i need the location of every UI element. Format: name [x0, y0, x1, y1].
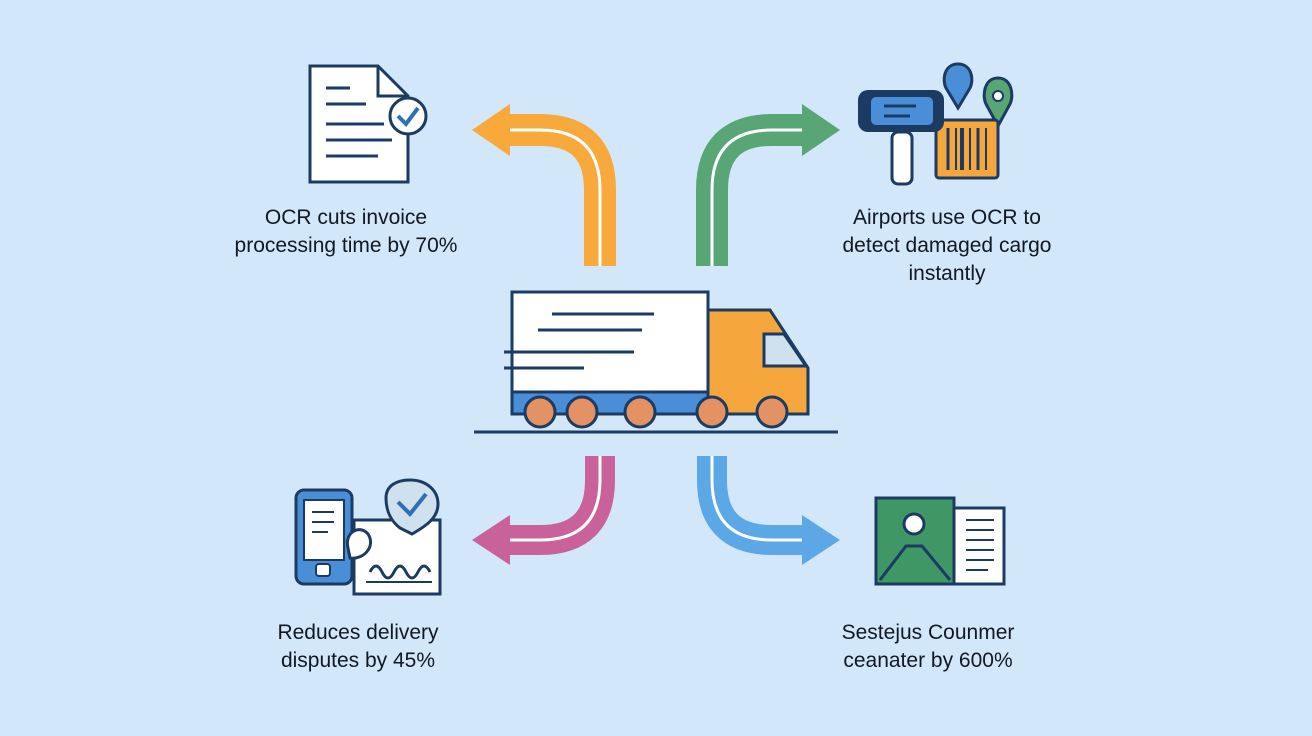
arrow-to-airports — [696, 104, 840, 266]
caption-invoice-processing: OCR cuts invoice processing time by 70% — [178, 204, 514, 260]
caption-line: detect damaged cargo — [842, 234, 1052, 257]
caption-line: disputes by 45% — [280, 649, 436, 672]
photo-id-document-icon — [874, 496, 1006, 586]
caption-consumer: Sestejus Counmer ceanater by 600% — [770, 619, 1086, 675]
delivery-truck-icon — [474, 290, 838, 434]
phone-signature-check-icon — [294, 478, 442, 596]
caption-line: OCR cuts invoice — [264, 206, 428, 229]
caption-delivery-disputes: Reduces delivery disputes by 45% — [198, 619, 518, 675]
caption-airports-damaged-cargo: Airports use OCR to detect damaged cargo… — [782, 204, 1112, 288]
caption-line: Reduces delivery — [277, 621, 439, 644]
caption-line: Airports use OCR to — [853, 206, 1041, 229]
caption-line: processing time by 70% — [234, 234, 458, 257]
caption-line: ceanater by 600% — [843, 649, 1013, 672]
caption-line: Sestejus Counmer — [841, 621, 1015, 644]
arrow-to-disputes — [472, 456, 615, 565]
caption-line: instantly — [908, 262, 986, 285]
arrow-to-invoice — [472, 104, 616, 266]
arrow-to-consumer — [697, 456, 840, 565]
invoice-document-check-icon — [308, 64, 428, 184]
barcode-scanner-location-icon — [858, 62, 1014, 186]
